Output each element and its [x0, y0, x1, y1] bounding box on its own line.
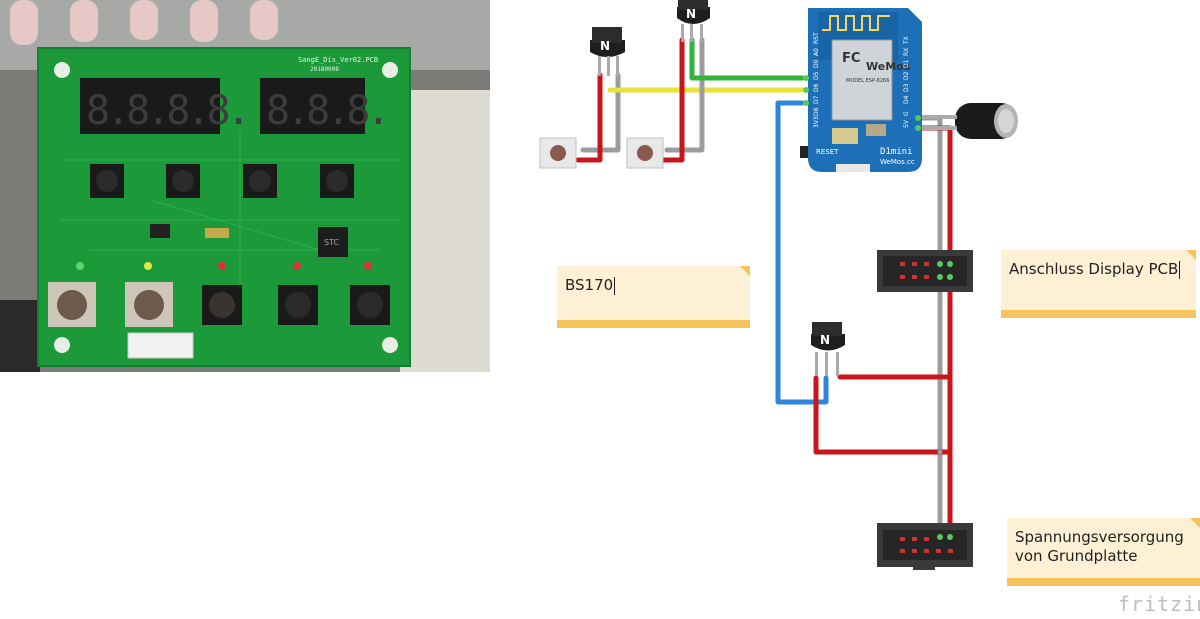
pin-label-rst: RST	[813, 32, 820, 44]
pin-label-d4: D4	[903, 95, 910, 104]
pin-label-g: G	[903, 111, 910, 116]
pin-label-5v: 5V	[903, 119, 910, 128]
text-caret	[1179, 260, 1181, 279]
header-connector-display	[877, 250, 973, 292]
seven-seg-display-right	[260, 78, 365, 134]
note-display-pcb[interactable]: Anschluss Display PCB	[1001, 250, 1196, 318]
pin-label-a0: A0	[813, 48, 820, 56]
d1mini-label: D1mini	[880, 147, 913, 157]
transistor-1: N	[590, 27, 625, 76]
wire-red-t2	[659, 37, 685, 163]
pin-label-d2: D2	[903, 71, 910, 80]
svg-text:8.8.8.8.: 8.8.8.8.	[86, 88, 247, 134]
note-power-line2: von Grundplatte	[1015, 547, 1138, 565]
pin-label-d7: D7	[813, 95, 820, 104]
wire-blue	[775, 100, 829, 405]
pin-label-d8: D8	[813, 107, 820, 116]
transistor-2: N	[677, 0, 710, 42]
wire-red-t1	[575, 72, 603, 163]
pushbutton-1	[539, 137, 577, 169]
stc-chip	[318, 227, 348, 257]
model-line: MODEL ESP-8266	[846, 78, 889, 84]
wire-green	[689, 37, 805, 81]
pin-label-d6: D6	[813, 83, 820, 92]
pcb-silkscreen-title: SangE_Dis_Ver02.PCB	[298, 56, 378, 64]
pcb-photo: SangE_Dis_Ver02.PCB 20180008 8.8.8.8. 8.…	[0, 0, 490, 372]
note-bs170[interactable]: BS170	[557, 266, 750, 328]
note-display-text: Anschluss Display PCB	[1009, 260, 1179, 278]
d1-mini-board: WeMos MODEL ESP-8266 FC RESET D1mini WeM…	[800, 8, 922, 172]
pin-label-d1: D1	[903, 59, 910, 68]
reset-label: RESET	[816, 148, 839, 156]
wemos-brand: WeMos	[866, 60, 911, 73]
electrolytic-capacitor	[922, 103, 1018, 139]
note-bs170-text: BS170	[565, 276, 614, 294]
svg-text:N: N	[600, 39, 610, 53]
wire-red-t3-down	[813, 375, 953, 455]
pcb-connector	[127, 332, 194, 359]
pin-label-3v3: 3V3	[813, 116, 820, 128]
pushbutton-2	[626, 137, 664, 169]
svg-text:N: N	[686, 7, 696, 21]
wire-gray-t1	[580, 72, 621, 153]
pcb-buttons-row1	[90, 164, 354, 198]
pin-label-rx: RX	[903, 48, 910, 56]
header-connector-power	[877, 523, 973, 570]
note-power-supply[interactable]: Spannungsversorgung von Grundplatte	[1007, 518, 1200, 586]
pin-label-d5: D5	[813, 71, 820, 80]
text-caret	[614, 276, 616, 295]
svg-text:N: N	[820, 333, 830, 347]
pcb-silkscreen-date: 20180008	[310, 66, 339, 73]
transistor-3: N	[811, 322, 845, 376]
wemos-url: WeMos.cc	[880, 158, 915, 166]
seven-seg-display-left	[80, 78, 220, 134]
note-power-line1: Spannungsversorgung	[1015, 528, 1184, 546]
svg-text:STC: STC	[324, 238, 339, 247]
fritzing-watermark: fritzing	[1118, 592, 1200, 616]
pin-label-tx: TX	[903, 36, 910, 45]
fritzing-breadboard: N N N WeMos MODEL ESP-8266	[539, 0, 1018, 570]
svg-text:8.8.8.: 8.8.8.	[266, 88, 387, 134]
wire-gray-g	[913, 115, 943, 538]
pin-label-d3: D3	[903, 83, 910, 92]
pin-label-d0: D0	[813, 59, 820, 68]
fc-mark: FC	[842, 51, 860, 66]
pcb-buttons-row2	[48, 282, 390, 327]
wire-red-5v	[913, 125, 953, 538]
